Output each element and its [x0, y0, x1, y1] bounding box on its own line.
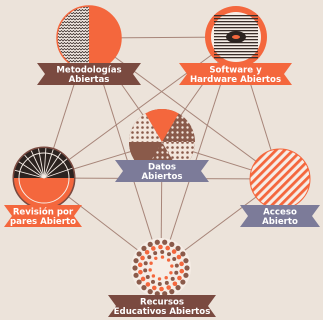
lens-stripes-circle-icon — [205, 6, 267, 68]
diagonal-stripes-circle-icon — [250, 149, 310, 209]
rosette-dot — [136, 251, 142, 257]
rosette-dot — [176, 254, 182, 260]
rosette-dot — [167, 252, 172, 257]
rosette-dot — [164, 275, 168, 280]
rosette-dot — [164, 280, 169, 285]
rosette-dot — [160, 255, 165, 259]
rosette-dot — [180, 251, 186, 257]
rosette-dot — [145, 275, 150, 279]
node-datos: Datos Abiertos — [115, 109, 209, 182]
rosette-dot — [183, 272, 189, 278]
datos-label-line2: Abiertos — [142, 172, 183, 182]
rosette-dot — [169, 271, 173, 275]
rosette-dot — [170, 264, 174, 268]
rosette-dot — [147, 241, 153, 247]
software-label-line1: Software y — [209, 66, 262, 76]
rosette-dot — [149, 261, 153, 265]
rosette-dot — [157, 281, 162, 286]
rosette-dot — [183, 258, 189, 264]
rosette-dot — [172, 281, 178, 287]
rosette-dot — [145, 282, 151, 287]
ribbon-datos: Datos Abiertos — [115, 160, 209, 182]
rosette-dot — [141, 245, 147, 251]
rosette-dot — [147, 289, 153, 295]
rosette-dot — [172, 257, 177, 261]
node-metodologias: Metodologías Abiertas — [37, 5, 141, 85]
revision-label-line2: pares Abierto — [10, 217, 76, 227]
rosette-dot — [151, 246, 156, 251]
rosette-dot — [138, 269, 143, 275]
rosette-dot — [174, 263, 179, 268]
rosette-dot — [166, 258, 171, 262]
rosette-dot — [179, 261, 184, 267]
rosette-dot — [140, 276, 146, 282]
rosette-dot — [143, 268, 148, 273]
rosette-dot — [169, 289, 175, 295]
rosette-dot — [153, 251, 158, 256]
rosette-dots-circle-icon — [131, 238, 191, 298]
rosette-dot — [177, 275, 182, 281]
rosette-dot — [165, 245, 170, 251]
rosette-dot — [154, 256, 158, 261]
rosette-dot — [148, 268, 152, 272]
datos-label-line1: Datos — [148, 163, 176, 173]
recursos-label-line1: Recursos — [140, 298, 184, 308]
rosette-dot — [144, 249, 150, 255]
rosette-dot — [152, 285, 157, 291]
acceso-label-line1: Acceso — [263, 208, 297, 218]
rosette-dot — [175, 285, 181, 291]
rosette-dot — [154, 239, 160, 245]
rosette-dot — [169, 241, 175, 247]
rosette-dot — [136, 279, 142, 285]
rosette-dot — [175, 245, 181, 251]
metodologias-label-line1: Metodologías — [56, 66, 121, 76]
recursos-label-line2: Educativos Abiertos — [114, 307, 211, 317]
rosette-dot — [133, 272, 139, 278]
rosette-dot — [184, 265, 190, 271]
rosette-dot — [179, 268, 185, 274]
rosette-dot — [166, 285, 171, 290]
rosette-dot — [170, 276, 175, 281]
rosette-dot — [160, 250, 165, 255]
rosette-dot — [180, 279, 186, 285]
rosette-dot — [158, 244, 163, 250]
rosette-dot — [147, 255, 152, 260]
node-recursos: Recursos Educativos Abiertos — [108, 238, 216, 317]
rosette-dot — [157, 277, 162, 281]
ribbon-metodologias: Metodologías Abiertas — [37, 63, 141, 85]
rosette-dot — [140, 255, 145, 261]
ribbon-acceso: Acceso Abierto — [240, 205, 320, 227]
rosette-dot — [151, 274, 156, 278]
node-software: Software y Hardware Abiertos — [179, 6, 292, 85]
revision-label-line1: Revisión por — [13, 207, 74, 218]
rosette-dot — [171, 249, 177, 254]
ribbon-revision: Revisión por pares Abierto — [4, 205, 82, 227]
rosette-dot — [174, 270, 179, 275]
rosette-dot — [162, 239, 168, 245]
rosette-dot — [141, 285, 147, 291]
software-label-line2: Hardware Abiertos — [190, 75, 281, 85]
ribbon-software: Software y Hardware Abiertos — [179, 63, 292, 85]
rosette-dot — [133, 258, 139, 264]
node-acceso: Acceso Abierto — [240, 148, 320, 227]
ribbon-recursos: Recursos Educativos Abiertos — [108, 295, 216, 317]
rosette-dot — [159, 286, 164, 292]
metodologias-label-line2: Abiertas — [69, 75, 110, 85]
rosette-dot — [137, 262, 143, 268]
rosette-dot — [143, 261, 148, 266]
rosette-dot — [150, 279, 155, 284]
rosette-dot — [132, 265, 138, 271]
fan-half-circle-icon — [12, 146, 76, 210]
acceso-label-line2: Abierto — [262, 217, 298, 227]
